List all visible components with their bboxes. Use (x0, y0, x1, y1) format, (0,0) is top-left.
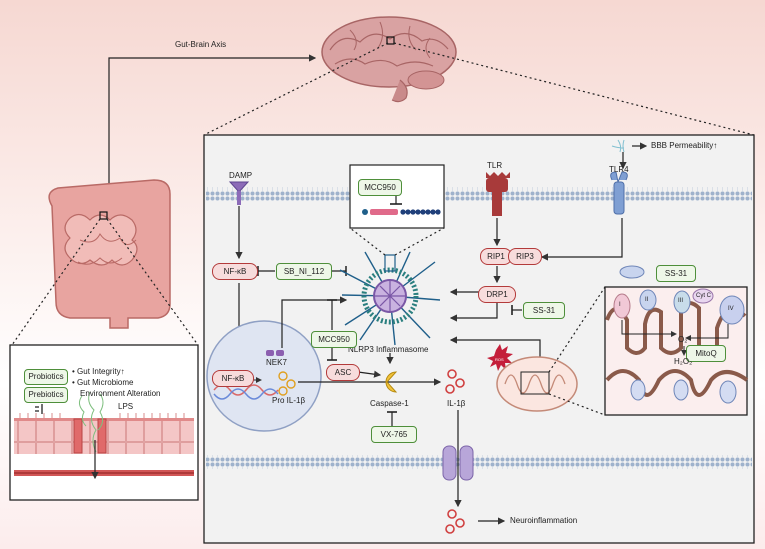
gut-integrity-label: • Gut Integrity↑ (72, 367, 125, 376)
tlr4-receptor (610, 171, 628, 215)
drp1-node: DRP1 (478, 286, 516, 303)
h2o2-label: H₂O₂ (674, 357, 693, 366)
neuroinflammation-label: Neuroinflammation (510, 516, 578, 525)
tlr4-label: TLR4 (609, 165, 629, 174)
cyt-c-label: Cyt C (696, 293, 711, 299)
ss31-top-label: SS-31 (656, 265, 696, 282)
complex-i-label: I (619, 302, 621, 308)
bbb-permeability-label: BBB Permeability↑ (651, 141, 718, 150)
mcc950-middle-label: MCC950 (311, 331, 357, 348)
sb-ni-112-label: SB_NI_112 (276, 263, 332, 280)
mitoq-label: MitoQ (686, 345, 726, 362)
nek7-label: NEK7 (266, 358, 287, 367)
damp-label: DAMP (229, 171, 253, 180)
complex-ii-label: II (645, 297, 649, 303)
mitochondrion (496, 356, 578, 412)
nfkb-nucleus-node: NF-κB (212, 370, 254, 387)
environment-alteration-label: Environment Alteration (80, 389, 161, 398)
prebiotics-label: Prebiotics (24, 387, 68, 403)
pro-il1b-label: Pro IL-1β (272, 396, 306, 405)
ss31-right-label: SS-31 (523, 302, 565, 319)
tlr-label: TLR (487, 161, 503, 170)
cell-membrane-top (206, 187, 752, 201)
rip3-node: RIP3 (508, 248, 542, 265)
nlrp3-inflammasome-structure (339, 251, 441, 346)
complex-iv-label: IV (728, 306, 734, 312)
mcc950-inset-label: MCC950 (358, 179, 402, 196)
o2-label: O₂ (678, 335, 688, 344)
gut-brain-axis-label: Gut-Brain Axis (175, 40, 227, 49)
lps-label: LPS (118, 402, 134, 411)
tlr-receptor (486, 172, 510, 216)
caspase1-label: Caspase-1 (370, 399, 409, 408)
gut-illustration (48, 179, 171, 329)
nlrp3-label: NLRP3 Inflammasome (348, 345, 429, 354)
complex-iii-label: III (678, 298, 684, 304)
vx765-label: VX-765 (371, 426, 417, 443)
cell-membrane-bottom (206, 455, 752, 469)
asc-node: ASC (326, 364, 360, 381)
gut-microbiome-label: • Gut Microbiome (72, 378, 134, 387)
nucleus (206, 320, 322, 432)
brain-illustration (321, 16, 457, 103)
nfkb-cytoplasm-node: NF-κB (212, 263, 258, 280)
gut-brain-axis-arrow (108, 54, 317, 183)
il1b-label: IL-1β (447, 399, 466, 408)
mcc950-inset (349, 164, 445, 229)
ros-label: ROS (495, 357, 504, 362)
probiotics-label: Probiotics (24, 369, 68, 385)
